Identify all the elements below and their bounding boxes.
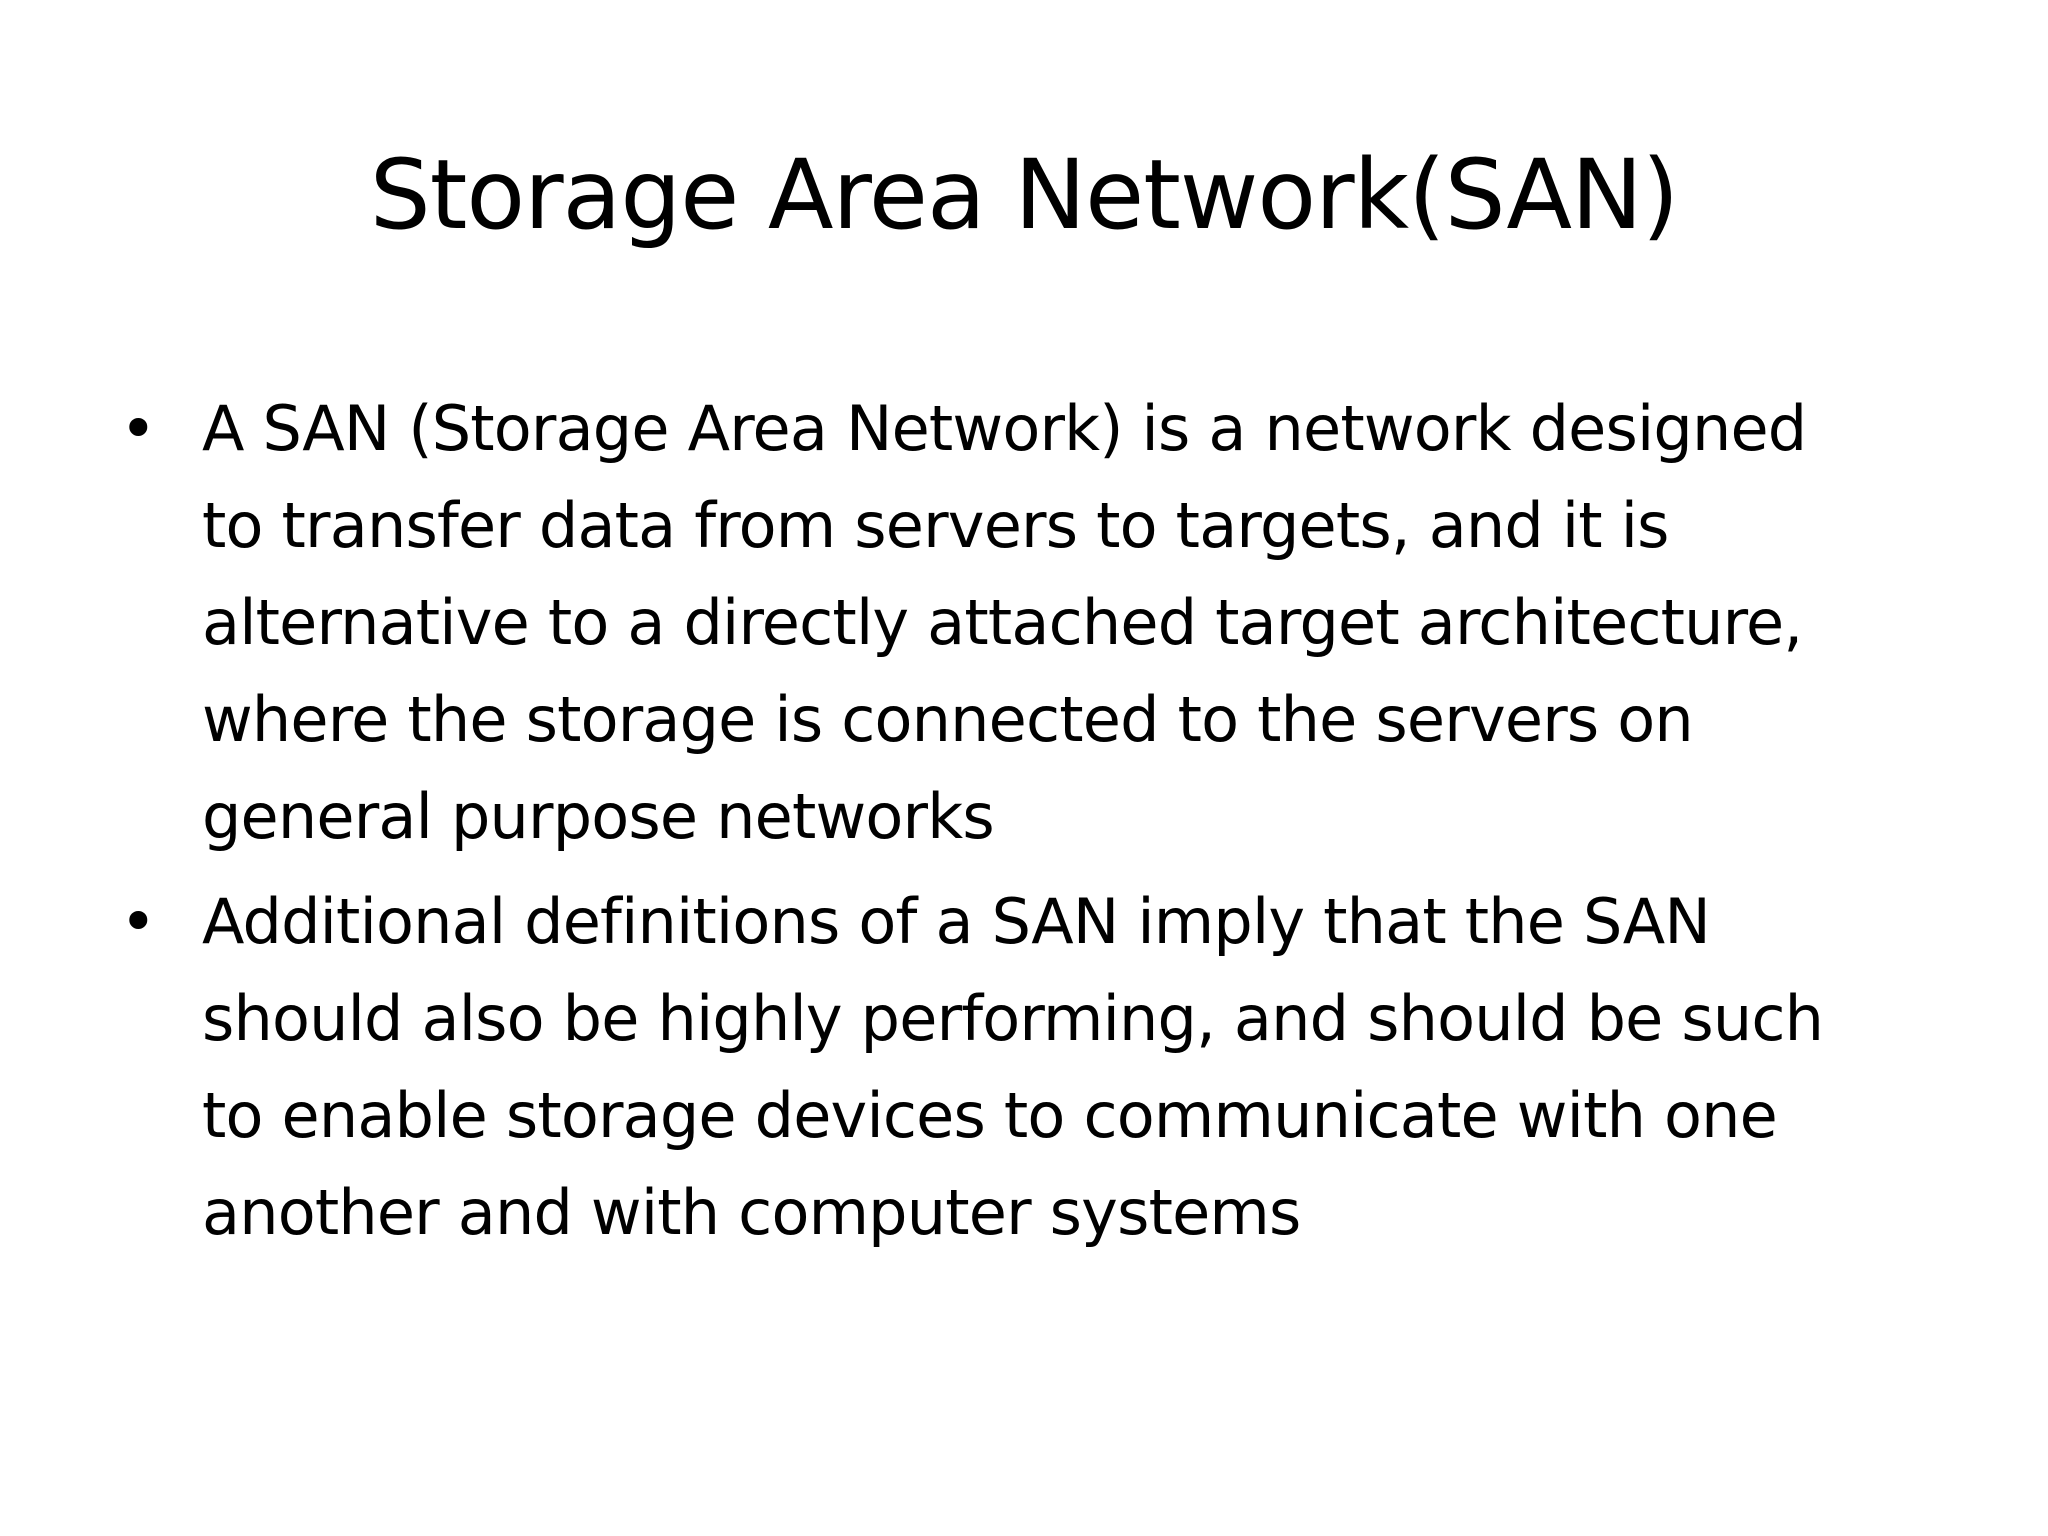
bullet-text-line: general purpose networks [202,780,995,853]
bullet-text-line: A SAN (Storage Area Network) is a networ… [202,392,1807,465]
bullet-text-line: alternative to a directly attached targe… [202,586,1803,659]
bullet-icon: • [120,885,157,958]
bullet-text-line: Additional definitions of a SAN imply th… [202,885,1711,958]
bullet-item: • A SAN (Storage Area Network) is a netw… [120,380,1960,865]
slide-title: Storage Area Network(SAN) [369,139,1680,251]
bullet-text-line: should also be highly performing, and sh… [202,982,1824,1055]
bullet-text-line: to transfer data from servers to targets… [202,489,1669,562]
bullet-icon: • [120,392,157,465]
bullet-text-line: to enable storage devices to communicate… [202,1079,1778,1152]
bullet-text-line: where the storage is connected to the se… [202,683,1694,756]
bullet-item: • Additional definitions of a SAN imply … [120,873,1960,1261]
bullet-list: • A SAN (Storage Area Network) is a netw… [120,380,1960,1269]
bullet-text-line: another and with computer systems [202,1176,1301,1249]
